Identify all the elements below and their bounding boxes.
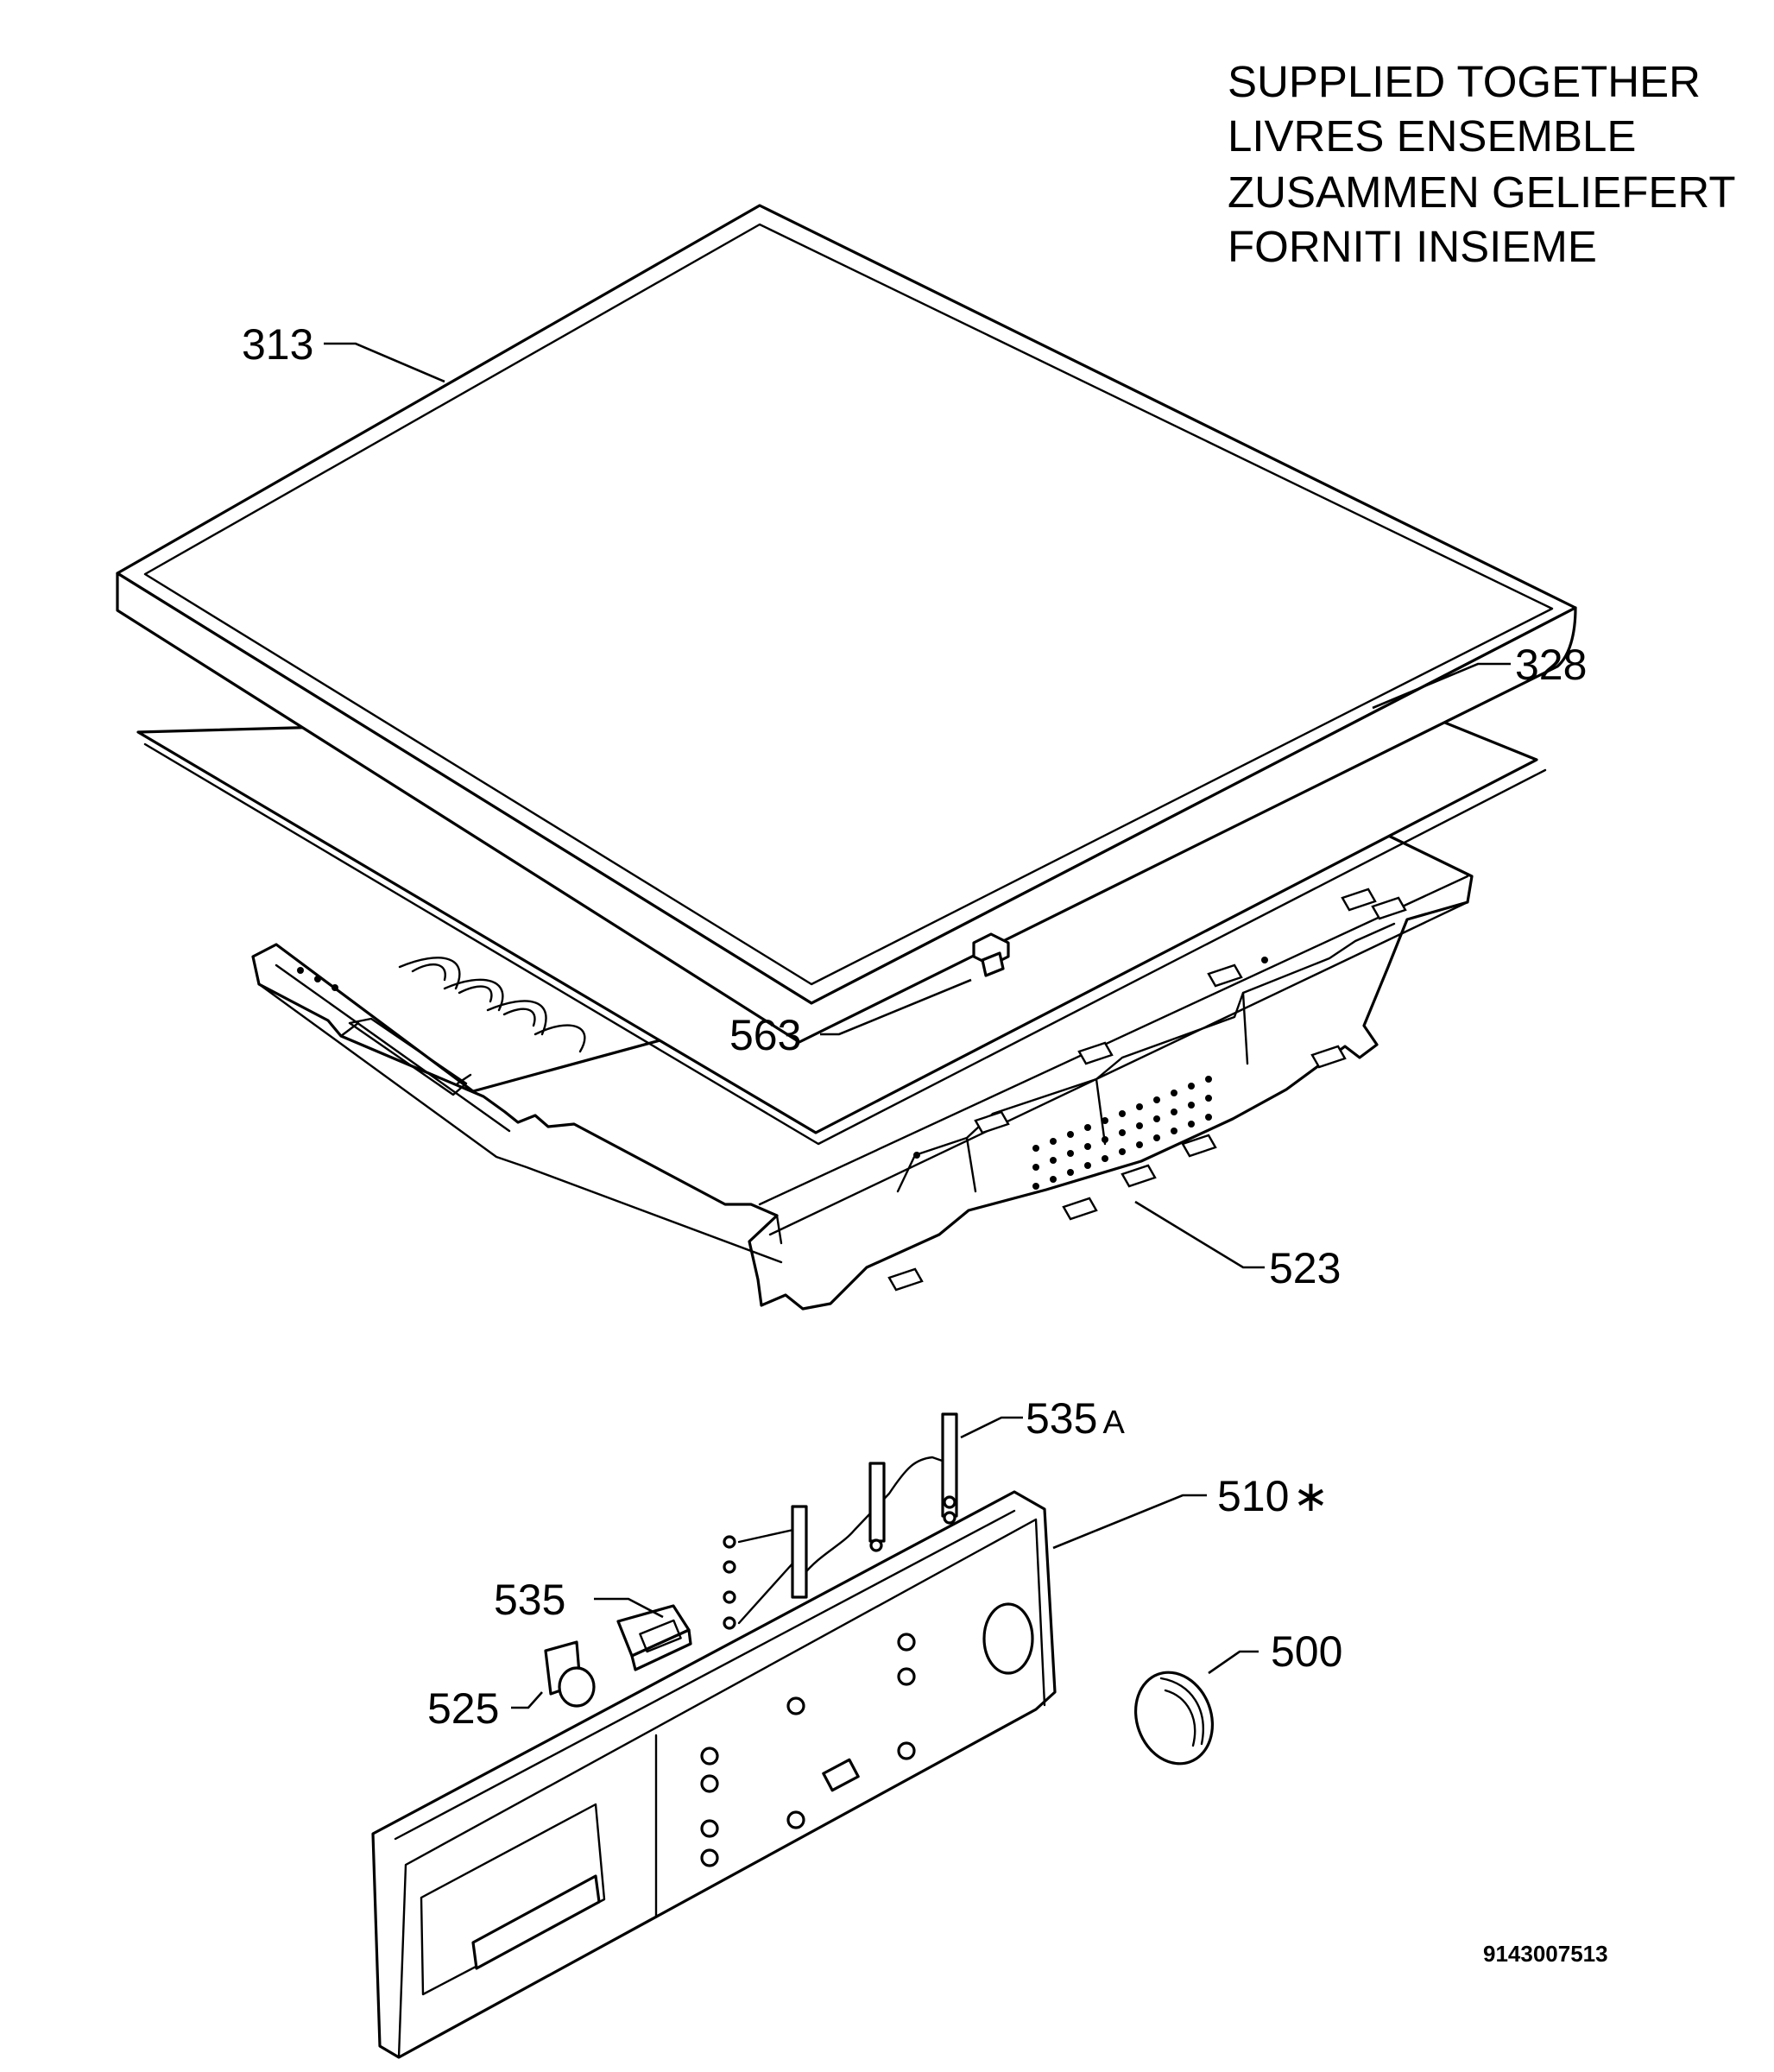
leader-563	[820, 978, 972, 1036]
label-510-number: 510	[1217, 1472, 1289, 1520]
leader-328	[1372, 662, 1511, 710]
part-525-switch	[544, 1640, 596, 1708]
label-563: 563	[729, 1011, 801, 1059]
harness-connectors	[723, 1495, 956, 1630]
label-525: 525	[427, 1684, 499, 1733]
part-563-clip	[972, 932, 1010, 977]
leader-535	[594, 1597, 664, 1619]
panel-buttons	[700, 1633, 916, 1867]
leader-523	[1134, 1200, 1265, 1269]
leader-510	[1052, 1494, 1207, 1550]
part-500-knob	[1133, 1671, 1215, 1766]
part-535-display	[616, 1604, 692, 1671]
label-510: 510∗	[1217, 1472, 1329, 1520]
label-500: 500	[1271, 1627, 1342, 1676]
label-535A-suffix: A	[1102, 1405, 1125, 1441]
leader-535A	[960, 1416, 1023, 1439]
label-510-star: ∗	[1292, 1472, 1329, 1520]
leader-313	[324, 342, 445, 383]
label-535A-number: 535	[1026, 1394, 1097, 1443]
supplied-together-note: SUPPLIED TOGETHER LIVRES ENSEMBLE ZUSAMM…	[1228, 57, 1735, 271]
part-313-worktop	[116, 204, 1577, 1044]
label-535: 535	[494, 1576, 565, 1624]
leader-525	[511, 1691, 543, 1709]
document-number: 9143007513	[1483, 1941, 1608, 1967]
note-line-de: ZUSAMMEN GELIEFERT	[1228, 167, 1735, 217]
label-328: 328	[1515, 641, 1587, 689]
leader-500	[1208, 1650, 1259, 1675]
note-line-it: FORNITI INSIEME	[1228, 222, 1597, 271]
note-line-fr: LIVRES ENSEMBLE	[1228, 111, 1636, 161]
note-line-en: SUPPLIED TOGETHER	[1228, 57, 1701, 106]
label-523: 523	[1269, 1244, 1341, 1292]
leader-lines	[324, 342, 1511, 1709]
part-510-fascia	[371, 1490, 1057, 2059]
part-535A-wiring	[723, 1412, 958, 1630]
vent-holes	[1032, 1076, 1212, 1190]
label-313: 313	[242, 320, 313, 369]
